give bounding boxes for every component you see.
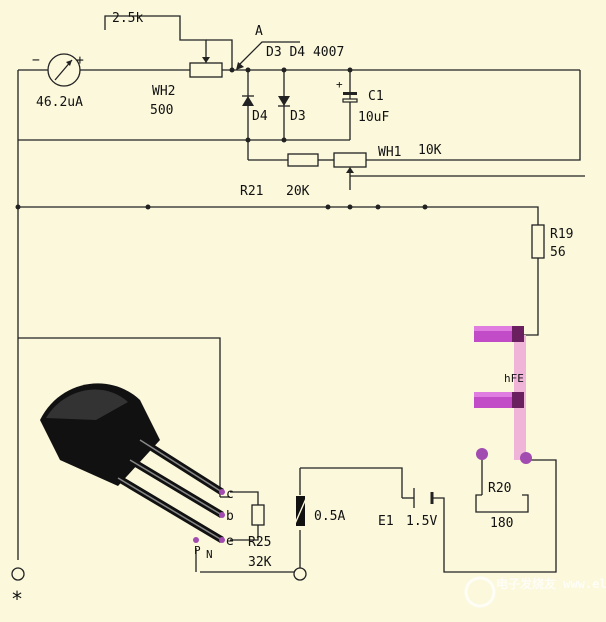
r20-value: 180 bbox=[490, 516, 513, 531]
pot-label: 2.5k bbox=[112, 11, 143, 26]
r19-name: R19 bbox=[550, 227, 573, 242]
resistor-r25: R25 32K bbox=[248, 504, 272, 570]
fuse: 0.5A bbox=[293, 493, 345, 527]
fuse-label: 0.5A bbox=[314, 509, 345, 524]
pin-p-label: P bbox=[194, 544, 201, 557]
r20-name: R20 bbox=[488, 481, 511, 496]
meter-reading: 46.2uA bbox=[36, 95, 83, 110]
pin-e-label: e bbox=[226, 534, 234, 549]
c1-name: C1 bbox=[368, 89, 384, 104]
battery-name: E1 bbox=[378, 514, 394, 529]
meter-minus: − bbox=[32, 53, 40, 68]
hfe-socket: hFE bbox=[474, 326, 532, 464]
ammeter: − + 46.2uA bbox=[32, 53, 84, 110]
diode-d3: D3 bbox=[278, 96, 306, 124]
potentiometer-wh2: 2.5k WH2 500 bbox=[112, 11, 223, 118]
pin-b-label: b bbox=[226, 509, 234, 524]
c1-value: 10uF bbox=[358, 110, 389, 125]
svg-text:+: + bbox=[336, 78, 343, 91]
r25-value: 32K bbox=[248, 555, 272, 570]
d4-label: D4 bbox=[252, 109, 268, 124]
bottom-mark: * bbox=[11, 587, 23, 611]
capacitor-c1: + C1 10uF bbox=[336, 78, 389, 125]
wh2-value: 500 bbox=[150, 103, 173, 118]
junction-dots bbox=[15, 67, 428, 210]
transistor-body: c b e P N bbox=[40, 383, 234, 561]
pin-n-label: N bbox=[206, 548, 213, 561]
resistor-r20: R20 180 bbox=[488, 481, 513, 531]
pin-c-label: c bbox=[226, 487, 234, 502]
terminals: * bbox=[11, 567, 307, 611]
d3-label: D3 bbox=[290, 109, 306, 124]
r21-value: 20K bbox=[286, 184, 310, 199]
point-a-marker: A D3 D4 4007 bbox=[236, 24, 344, 70]
r19-value: 56 bbox=[550, 245, 566, 260]
hfe-label: hFE bbox=[504, 372, 524, 385]
resistor-r21: R21 20K bbox=[240, 153, 319, 199]
battery-e1: E1 1.5V bbox=[378, 488, 437, 529]
r25-name: R25 bbox=[248, 535, 271, 550]
wh2-name: WH2 bbox=[152, 84, 175, 99]
diodes-title: D3 D4 4007 bbox=[266, 45, 344, 60]
watermark-text: 电子发烧友 www.elecfans.com bbox=[496, 576, 606, 591]
resistor-r19: R19 56 bbox=[531, 224, 573, 260]
wh1-value: 10K bbox=[418, 143, 442, 158]
wh1-name: WH1 bbox=[378, 145, 401, 160]
meter-plus: + bbox=[76, 53, 84, 68]
potentiometer-wh1: WH1 10K bbox=[333, 143, 442, 173]
diode-d4: D4 bbox=[242, 95, 268, 124]
watermark: 电子发烧友 www.elecfans.com bbox=[464, 576, 606, 608]
battery-value: 1.5V bbox=[406, 514, 437, 529]
point-a-label: A bbox=[255, 24, 263, 39]
r21-name: R21 bbox=[240, 184, 263, 199]
